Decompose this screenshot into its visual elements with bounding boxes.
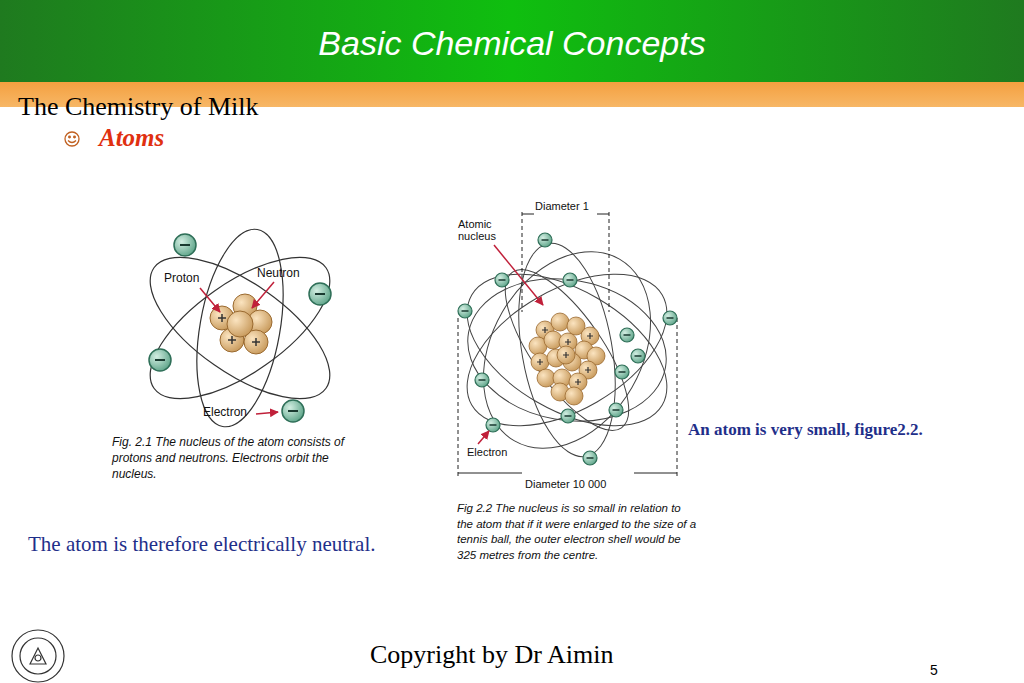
part-label: Atomic nucleus bbox=[458, 218, 518, 242]
figure-caption: Fig 2.2 The nucleus is so small in relat… bbox=[457, 501, 697, 563]
dimension-label: Diameter 10 000 bbox=[525, 478, 606, 490]
figure-caption: Fig. 2.1 The nucleus of the atom consist… bbox=[112, 434, 362, 482]
part-label: Neutron bbox=[257, 266, 300, 280]
part-label: Electron bbox=[203, 405, 247, 419]
note-text: An atom is very small, figure2.2. bbox=[688, 420, 923, 440]
dimension-label: Diameter 1 bbox=[535, 200, 589, 212]
copyright-text: Copyright by Dr Aimin bbox=[370, 640, 613, 670]
bullet-heading: Atoms bbox=[99, 124, 164, 152]
part-label: Proton bbox=[164, 271, 199, 285]
section-heading: The Chemistry of Milk bbox=[18, 92, 258, 122]
note-text: The atom is therefore electrically neutr… bbox=[28, 532, 376, 557]
page-number: 5 bbox=[930, 662, 938, 678]
part-label: Electron bbox=[467, 446, 507, 458]
slide-title: Basic Chemical Concepts bbox=[0, 24, 1024, 63]
